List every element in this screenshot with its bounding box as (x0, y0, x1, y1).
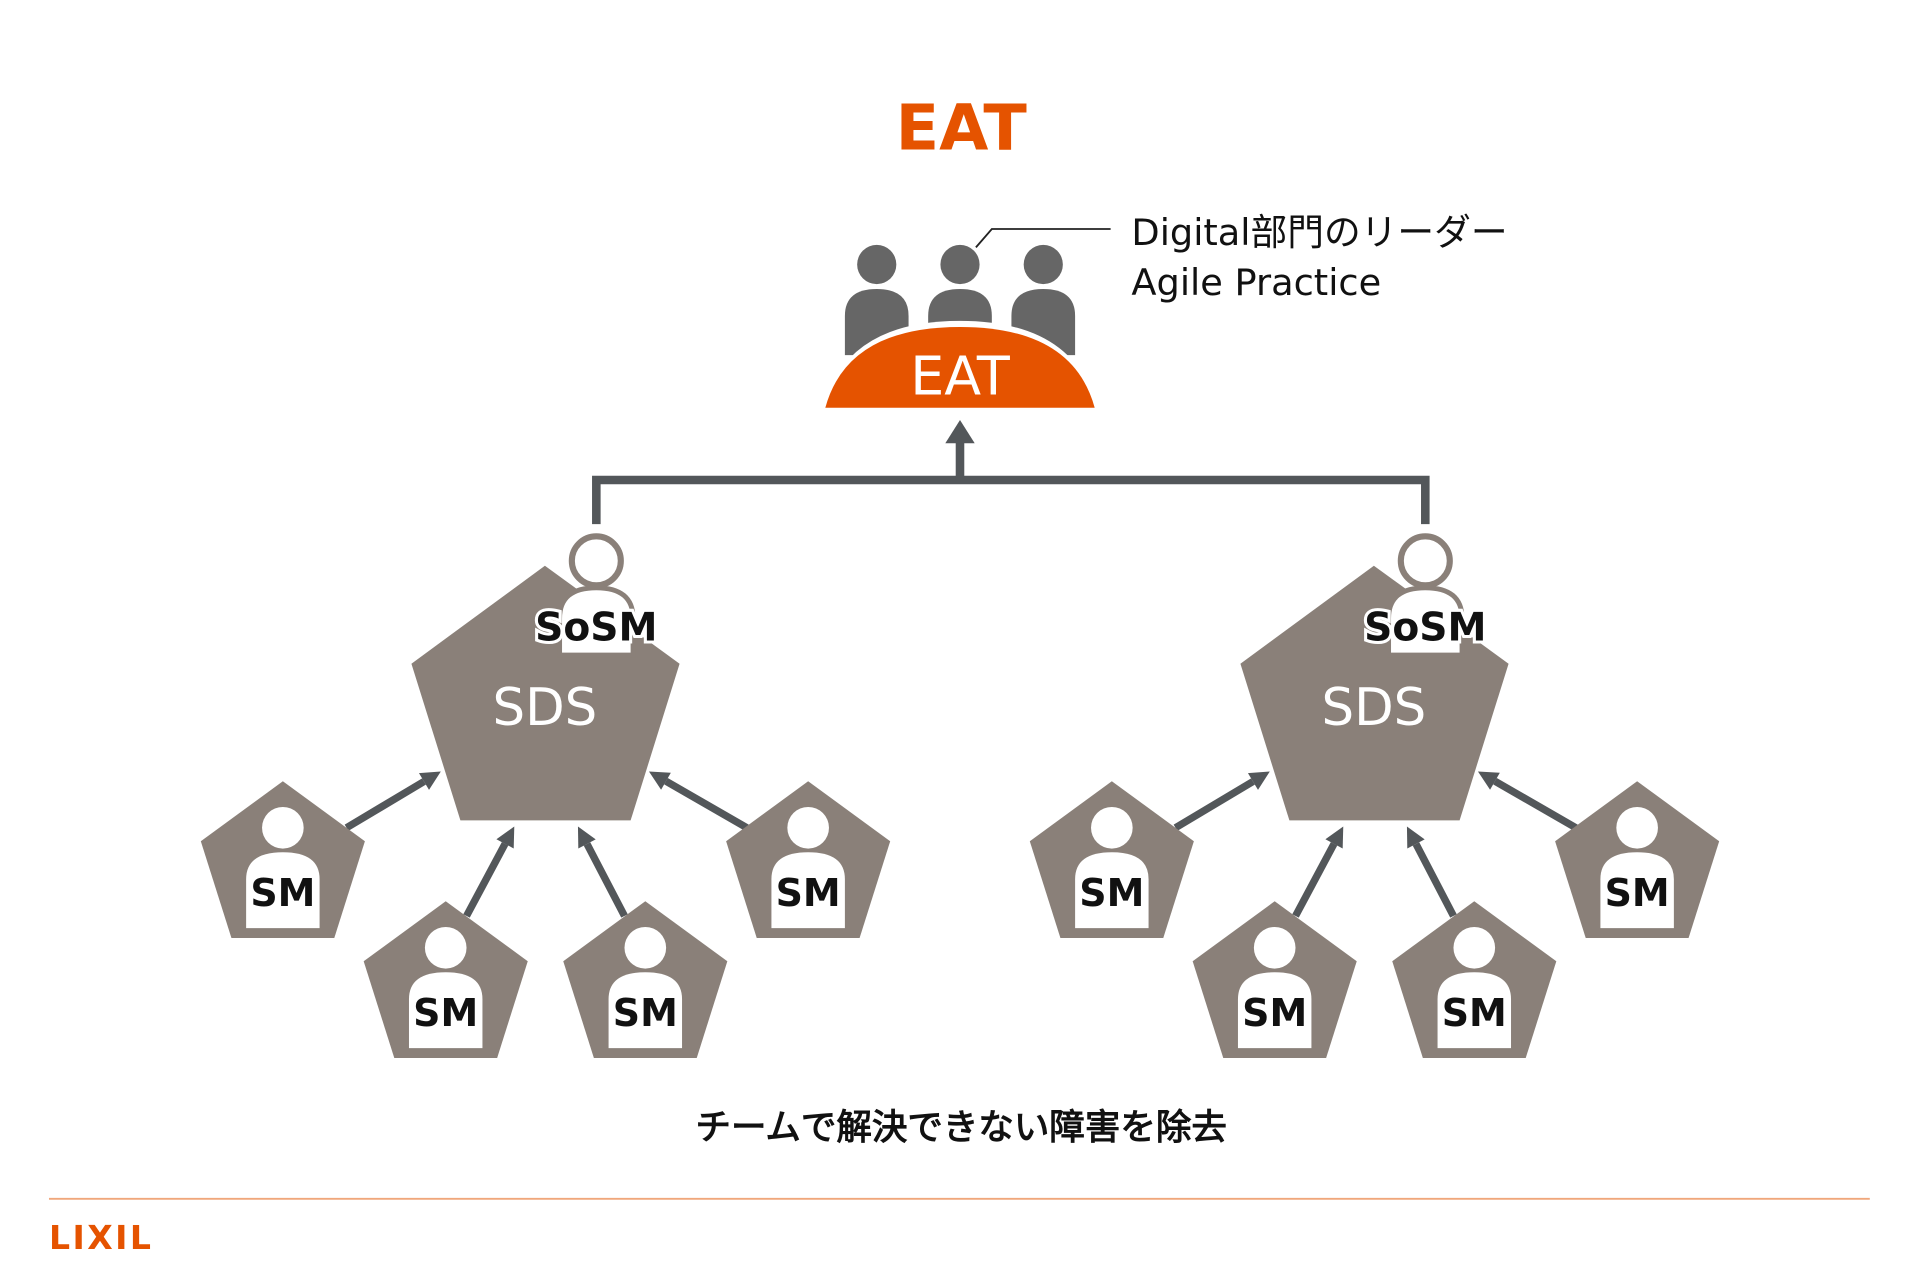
sm-team: SM (1192, 901, 1357, 1058)
sm-person-body (408, 972, 483, 1049)
escalation-arrow (1173, 778, 1255, 831)
eat-table-label: EAT (910, 344, 1011, 407)
callout-line (975, 228, 1111, 248)
sm-person-body (1075, 852, 1149, 929)
arrow-head-icon (496, 826, 515, 849)
page-title: EAT (896, 91, 1028, 165)
sm-person-body (1600, 852, 1674, 929)
sm-person-icon (1253, 926, 1296, 969)
sm-label: SM (776, 871, 841, 915)
sm-label: SM (1079, 871, 1144, 915)
eat-table-dome (825, 326, 1095, 408)
lixil-logo: LIXIL (49, 1218, 153, 1257)
sm-person-icon (1453, 926, 1496, 969)
sm-team: SM (726, 781, 891, 938)
escalation-arrow (463, 842, 509, 918)
arrow-head-icon (418, 771, 441, 790)
sm-label: SM (1442, 991, 1507, 1035)
arrow-head-icon (1325, 826, 1344, 849)
escalation-arrow (664, 778, 749, 831)
sds-label: SDS (492, 678, 597, 738)
sosm-person-icon (568, 533, 624, 589)
sm-person-icon (424, 926, 467, 969)
arrow-up-icon (945, 420, 975, 444)
escalation-arrow (344, 778, 426, 831)
sosm-label: SoSM (1364, 605, 1486, 650)
sm-team: SM (200, 781, 365, 938)
sosm-person-body (1386, 585, 1465, 658)
arrow-head-icon (1477, 771, 1500, 790)
sm-label: SM (1242, 991, 1307, 1035)
svg-text:LIXIL: LIXIL (49, 1218, 153, 1257)
sm-person-body (1437, 972, 1512, 1049)
sm-label: SM (413, 991, 478, 1035)
sds-group: SDS SoSM SM SM SM SM (200, 533, 891, 1058)
sm-team: SM (1029, 781, 1194, 938)
sds-group: SDS SoSM SM SM SM SM (1029, 533, 1720, 1058)
sm-team: SM (363, 901, 528, 1058)
hierarchy-connector (592, 440, 1430, 525)
arrow-head-icon (1247, 771, 1270, 790)
sm-person-body (246, 852, 320, 929)
sm-label: SM (613, 991, 678, 1035)
sm-person-icon (787, 806, 829, 849)
sm-label: SM (1605, 871, 1670, 915)
arrow-head-icon (648, 771, 671, 790)
sm-person-body (608, 972, 683, 1049)
sm-person-icon (1091, 806, 1133, 849)
sm-team: SM (1555, 781, 1720, 938)
sm-person-body (771, 852, 845, 929)
sm-person-icon (1616, 806, 1658, 849)
arrow-head-icon (577, 826, 596, 849)
sosm-person-icon (1397, 533, 1453, 589)
sm-person-icon (262, 806, 304, 849)
sm-team: SM (1392, 901, 1557, 1058)
sosm-person-body (557, 585, 636, 658)
sm-label: SM (250, 871, 315, 915)
escalation-arrow (1493, 778, 1578, 831)
arrow-head-icon (1406, 826, 1425, 849)
escalation-arrow (583, 842, 628, 918)
escalation-arrow (1292, 842, 1338, 918)
sosm-label: SoSM (535, 605, 657, 650)
callout-line1: Digital部門のリーダー (1131, 211, 1507, 254)
escalation-arrow (1412, 842, 1457, 918)
sm-person-icon (624, 926, 667, 969)
sds-label: SDS (1321, 678, 1426, 738)
sm-person-body (1237, 972, 1312, 1049)
sm-team: SM (563, 901, 728, 1058)
callout-line2: Agile Practice (1131, 261, 1381, 304)
caption: チームで解決できない障害を除去 (696, 1107, 1227, 1148)
